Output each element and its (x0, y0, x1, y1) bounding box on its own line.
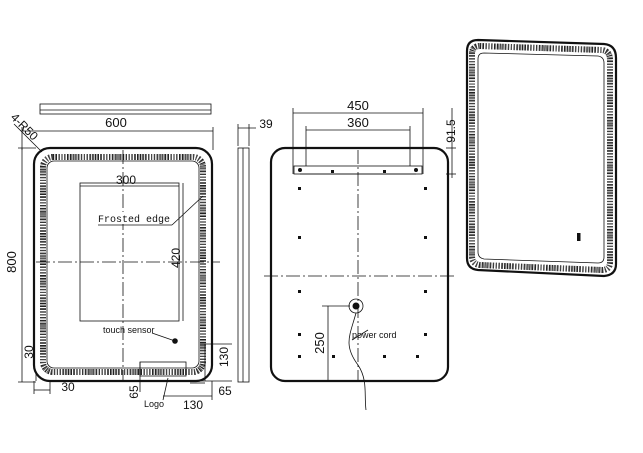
bracket-width-label: 450 (347, 98, 369, 113)
bracket-inner-dimension: 360 (305, 115, 411, 166)
touch-sensor-label: touch sensor (103, 325, 155, 335)
power-cord-label: power cord (352, 330, 397, 340)
back-panel-outline (269, 146, 450, 383)
cord-height-dimension: 250 (312, 305, 350, 381)
dim-65-left: 65 (127, 362, 141, 399)
front-view: 600 4-R50 800 300 (4, 110, 232, 412)
inner-width-label: 300 (116, 173, 136, 187)
bracket-offset-dimension: 91.5 (444, 108, 458, 178)
front-height-label: 800 (4, 251, 19, 273)
touch-sensor-callout: touch sensor (103, 325, 178, 344)
perspective-touch-sensor (577, 233, 581, 241)
bottom-edge-dimension: 30 (22, 345, 37, 381)
dim-130-vertical-label: 130 (217, 347, 231, 367)
corner-radius-label: 4-R50 (8, 110, 41, 143)
dim-130-horizontal-label: 130 (183, 398, 203, 412)
dim-65-right-label: 65 (218, 384, 232, 398)
inner-height-dimension: 420 (169, 183, 184, 321)
bracket-width-dimension: 450 (292, 98, 424, 174)
front-width-dimension: 600 (21, 115, 214, 150)
logo-label: Logo (144, 399, 164, 409)
dim-65-left-label: 65 (127, 385, 141, 399)
front-mirror-frame (32, 146, 214, 383)
side-depth-label: 39 (259, 117, 273, 131)
power-cord: power cord (348, 298, 397, 411)
frosted-edge-label: Frosted edge (98, 214, 170, 226)
logo-callout: Logo (144, 377, 169, 409)
back-view: 450 360 91.5 (264, 98, 458, 411)
front-width-label: 600 (105, 115, 127, 130)
frosted-edge-callout: Frosted edge (96, 195, 204, 226)
left-edge-label: 30 (61, 380, 75, 394)
bottom-edge-label: 30 (22, 345, 36, 359)
inner-width-dimension: 300 (80, 173, 179, 187)
corner-radius-callout: 4-R50 (8, 110, 43, 153)
perspective-view (465, 38, 618, 278)
left-edge-dimension: 30 (33, 380, 75, 394)
side-profile-outline (237, 147, 250, 383)
cord-height-label: 250 (312, 332, 327, 354)
inner-height-label: 420 (169, 248, 183, 268)
cord-wire (348, 312, 367, 411)
side-depth-dimension: 39 (237, 117, 273, 146)
perspective-inner-glass (477, 52, 605, 264)
perspective-frame-outer (465, 38, 618, 278)
mounting-dots (298, 170, 427, 358)
dim-65-right: 65 (190, 382, 232, 398)
bracket-offset-label: 91.5 (444, 119, 458, 143)
top-profile-view (39, 103, 212, 115)
side-view: 39 (237, 117, 273, 383)
dim-130-horizontal: 130 (163, 381, 213, 412)
front-inner-panel (79, 182, 180, 322)
dim-130-vertical: 130 (200, 343, 232, 382)
bracket-inner-label: 360 (347, 115, 369, 130)
top-profile-outline (39, 103, 212, 115)
front-height-dimension: 800 (4, 147, 36, 383)
perspective-frosted-band (469, 42, 613, 274)
